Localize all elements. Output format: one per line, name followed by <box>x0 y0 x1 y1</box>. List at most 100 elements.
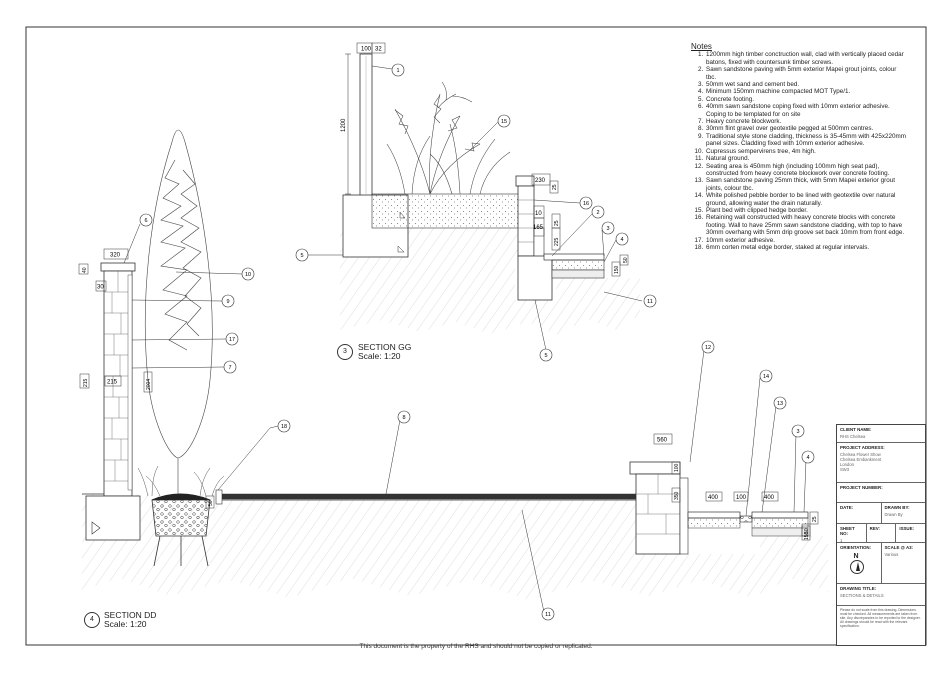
callout-dd-6: 6 <box>144 218 147 224</box>
section-dd-number: 4 <box>84 612 100 628</box>
dim-gg-32: 32 <box>375 47 382 53</box>
dim-gg-25b: 25 <box>554 220 560 226</box>
section-dd-drawing: 320 40 30 215 215 2004 50 560 100 3 50 40… <box>78 129 828 621</box>
dim-dd-30: 30 <box>97 285 104 291</box>
rev-label: REV: <box>869 526 880 531</box>
note-item: Retaining wall constructed with heavy co… <box>705 214 906 236</box>
section-gg-title: SECTION GG <box>358 342 412 352</box>
footer-copyright-note: This document is the property of the RHS… <box>359 643 593 650</box>
project-address-line: Chelsea Flower Show <box>840 452 881 457</box>
callout-dd-17: 17 <box>229 337 235 343</box>
title-block: CLIENT NAME: RHS Chelsea PROJECT ADDRESS… <box>836 424 926 646</box>
callout-gg-1: 1 <box>396 68 399 74</box>
dim-dd-150: 150 <box>804 531 810 540</box>
note-item: Cupressus sempervirens tree, 4m high. <box>705 148 906 155</box>
callout-gg-16: 16 <box>583 201 589 207</box>
note-item: Heavy concrete blockwork. <box>705 118 906 125</box>
callout-dd-11: 11 <box>545 612 551 618</box>
dim-dd-40: 40 <box>82 267 88 273</box>
dim-dd-215b: 215 <box>107 380 118 386</box>
callout-gg-3: 3 <box>606 226 609 232</box>
client-name-value: RHS Chelsea <box>840 434 866 439</box>
callout-dd-12: 12 <box>705 345 711 351</box>
note-item: 40mm sawn sandstone coping fixed with 10… <box>705 103 906 118</box>
client-name-label: CLIENT NAME: <box>840 427 872 432</box>
note-item: Plant bed with clipped hedge border. <box>705 207 906 214</box>
callout-dd-9: 9 <box>226 299 229 305</box>
note-item: 1200mm high timber conctruction wall, cl… <box>705 51 906 66</box>
dim-dd-400a: 400 <box>708 495 719 501</box>
sheet-border <box>25 26 927 646</box>
note-item: 6mm corten metal edge border, staked at … <box>705 244 906 251</box>
dim-dd-400b: 400 <box>764 495 775 501</box>
callout-gg-2: 2 <box>596 210 599 216</box>
dim-dd-100b: 100 <box>736 495 747 501</box>
project-address-label: PROJECT ADDRESS: <box>840 445 885 450</box>
project-address-line: Chelsea Embankment <box>840 457 882 462</box>
callout-gg-5: 5 <box>300 253 303 259</box>
callout-gg-5b: 5 <box>544 353 547 359</box>
callout-gg-4: 4 <box>620 237 623 243</box>
note-item: Sawn sandstone paving with 5mm exterior … <box>705 66 906 81</box>
section-dd-title: SECTION DD <box>104 610 157 620</box>
note-item: Minimum 150mm machine compacted MOT Type… <box>705 88 906 95</box>
callout-dd-8: 8 <box>402 415 405 421</box>
dim-dd-100: 100 <box>674 463 680 472</box>
date-label: DATE: <box>840 505 854 510</box>
section-dd-scale: Scale: 1:20 <box>104 619 147 629</box>
callout-gg-11: 11 <box>647 299 653 305</box>
note-item: Traditional style stone cladding, thickn… <box>705 133 906 148</box>
drawn-by-label: DRAWN BY: <box>884 505 910 510</box>
issue-label: ISSUE: <box>899 526 914 531</box>
note-item: 50mm wet sand and cement bed. <box>705 81 906 88</box>
callout-dd-13: 13 <box>777 401 783 407</box>
scale-value: Various <box>884 552 899 557</box>
dim-gg-100: 100 <box>361 47 372 53</box>
drawing-title-label: DRAWING TITLE: <box>840 586 877 591</box>
note-item: Natural ground. <box>705 155 906 162</box>
notes-title: Notes <box>691 42 712 51</box>
dim-dd-50: 50 <box>208 500 214 506</box>
dim-gg-165: 165 <box>533 225 544 231</box>
dim-dd-50b: 50 <box>804 528 810 534</box>
callout-dd-3: 3 <box>796 429 799 435</box>
drawn-by-value: Drawn By <box>884 512 903 517</box>
north-letter: N <box>853 553 859 560</box>
dim-gg-10: 10 <box>535 211 542 217</box>
dim-gg-1200: 1200 <box>341 118 347 132</box>
callout-dd-18: 18 <box>281 424 287 430</box>
title-block-fine-print: Please do not scale from this drawing. D… <box>840 608 921 628</box>
scale-label: SCALE @ A3: <box>884 545 914 550</box>
project-address-line: SW3 <box>840 467 850 472</box>
section-gg-drawing: 100 32 1200 230 25 10 165 25 225 50 150 <box>295 42 657 362</box>
callout-gg-15: 15 <box>501 119 507 125</box>
dim-dd-2004: 2004 <box>146 379 152 390</box>
dim-gg-150: 150 <box>614 265 620 274</box>
callout-dd-14: 14 <box>763 374 769 380</box>
dim-dd-215: 215 <box>83 378 89 387</box>
dim-gg-50: 50 <box>623 257 629 263</box>
sheet-no-value: 1 <box>840 538 843 543</box>
callout-dd-4: 4 <box>806 455 809 461</box>
note-item: Concrete footing. <box>705 96 906 103</box>
section-gg-label: SECTION GG Scale: 1:20 <box>358 343 411 361</box>
project-number-label: PROJECT NUMBER: <box>840 485 883 490</box>
section-gg-scale: Scale: 1:20 <box>358 351 401 361</box>
note-item: 10mm exterior adhesive. <box>705 237 906 244</box>
note-item: Seating area is 450mm high (including 10… <box>705 163 906 178</box>
callout-dd-7: 7 <box>228 365 231 371</box>
note-item: 30mm flint gravel over geotextile pegged… <box>705 125 906 132</box>
callout-dd-10: 10 <box>245 272 251 278</box>
dim-dd-25: 25 <box>812 516 818 522</box>
dim-gg-25a: 25 <box>552 184 558 190</box>
north-arrow-icon: N <box>849 553 873 579</box>
dim-gg-225: 225 <box>554 237 560 246</box>
note-item: Sawn sandstone paving 25mm thick, with 5… <box>705 177 906 192</box>
dim-dd-560: 560 <box>657 438 668 444</box>
orientation-label: ORIENTATION: <box>840 545 872 550</box>
notes-panel: Notes 1200mm high timber conctruction wa… <box>691 42 906 251</box>
dim-dd-320: 320 <box>110 253 121 259</box>
section-gg-number: 3 <box>337 344 353 360</box>
